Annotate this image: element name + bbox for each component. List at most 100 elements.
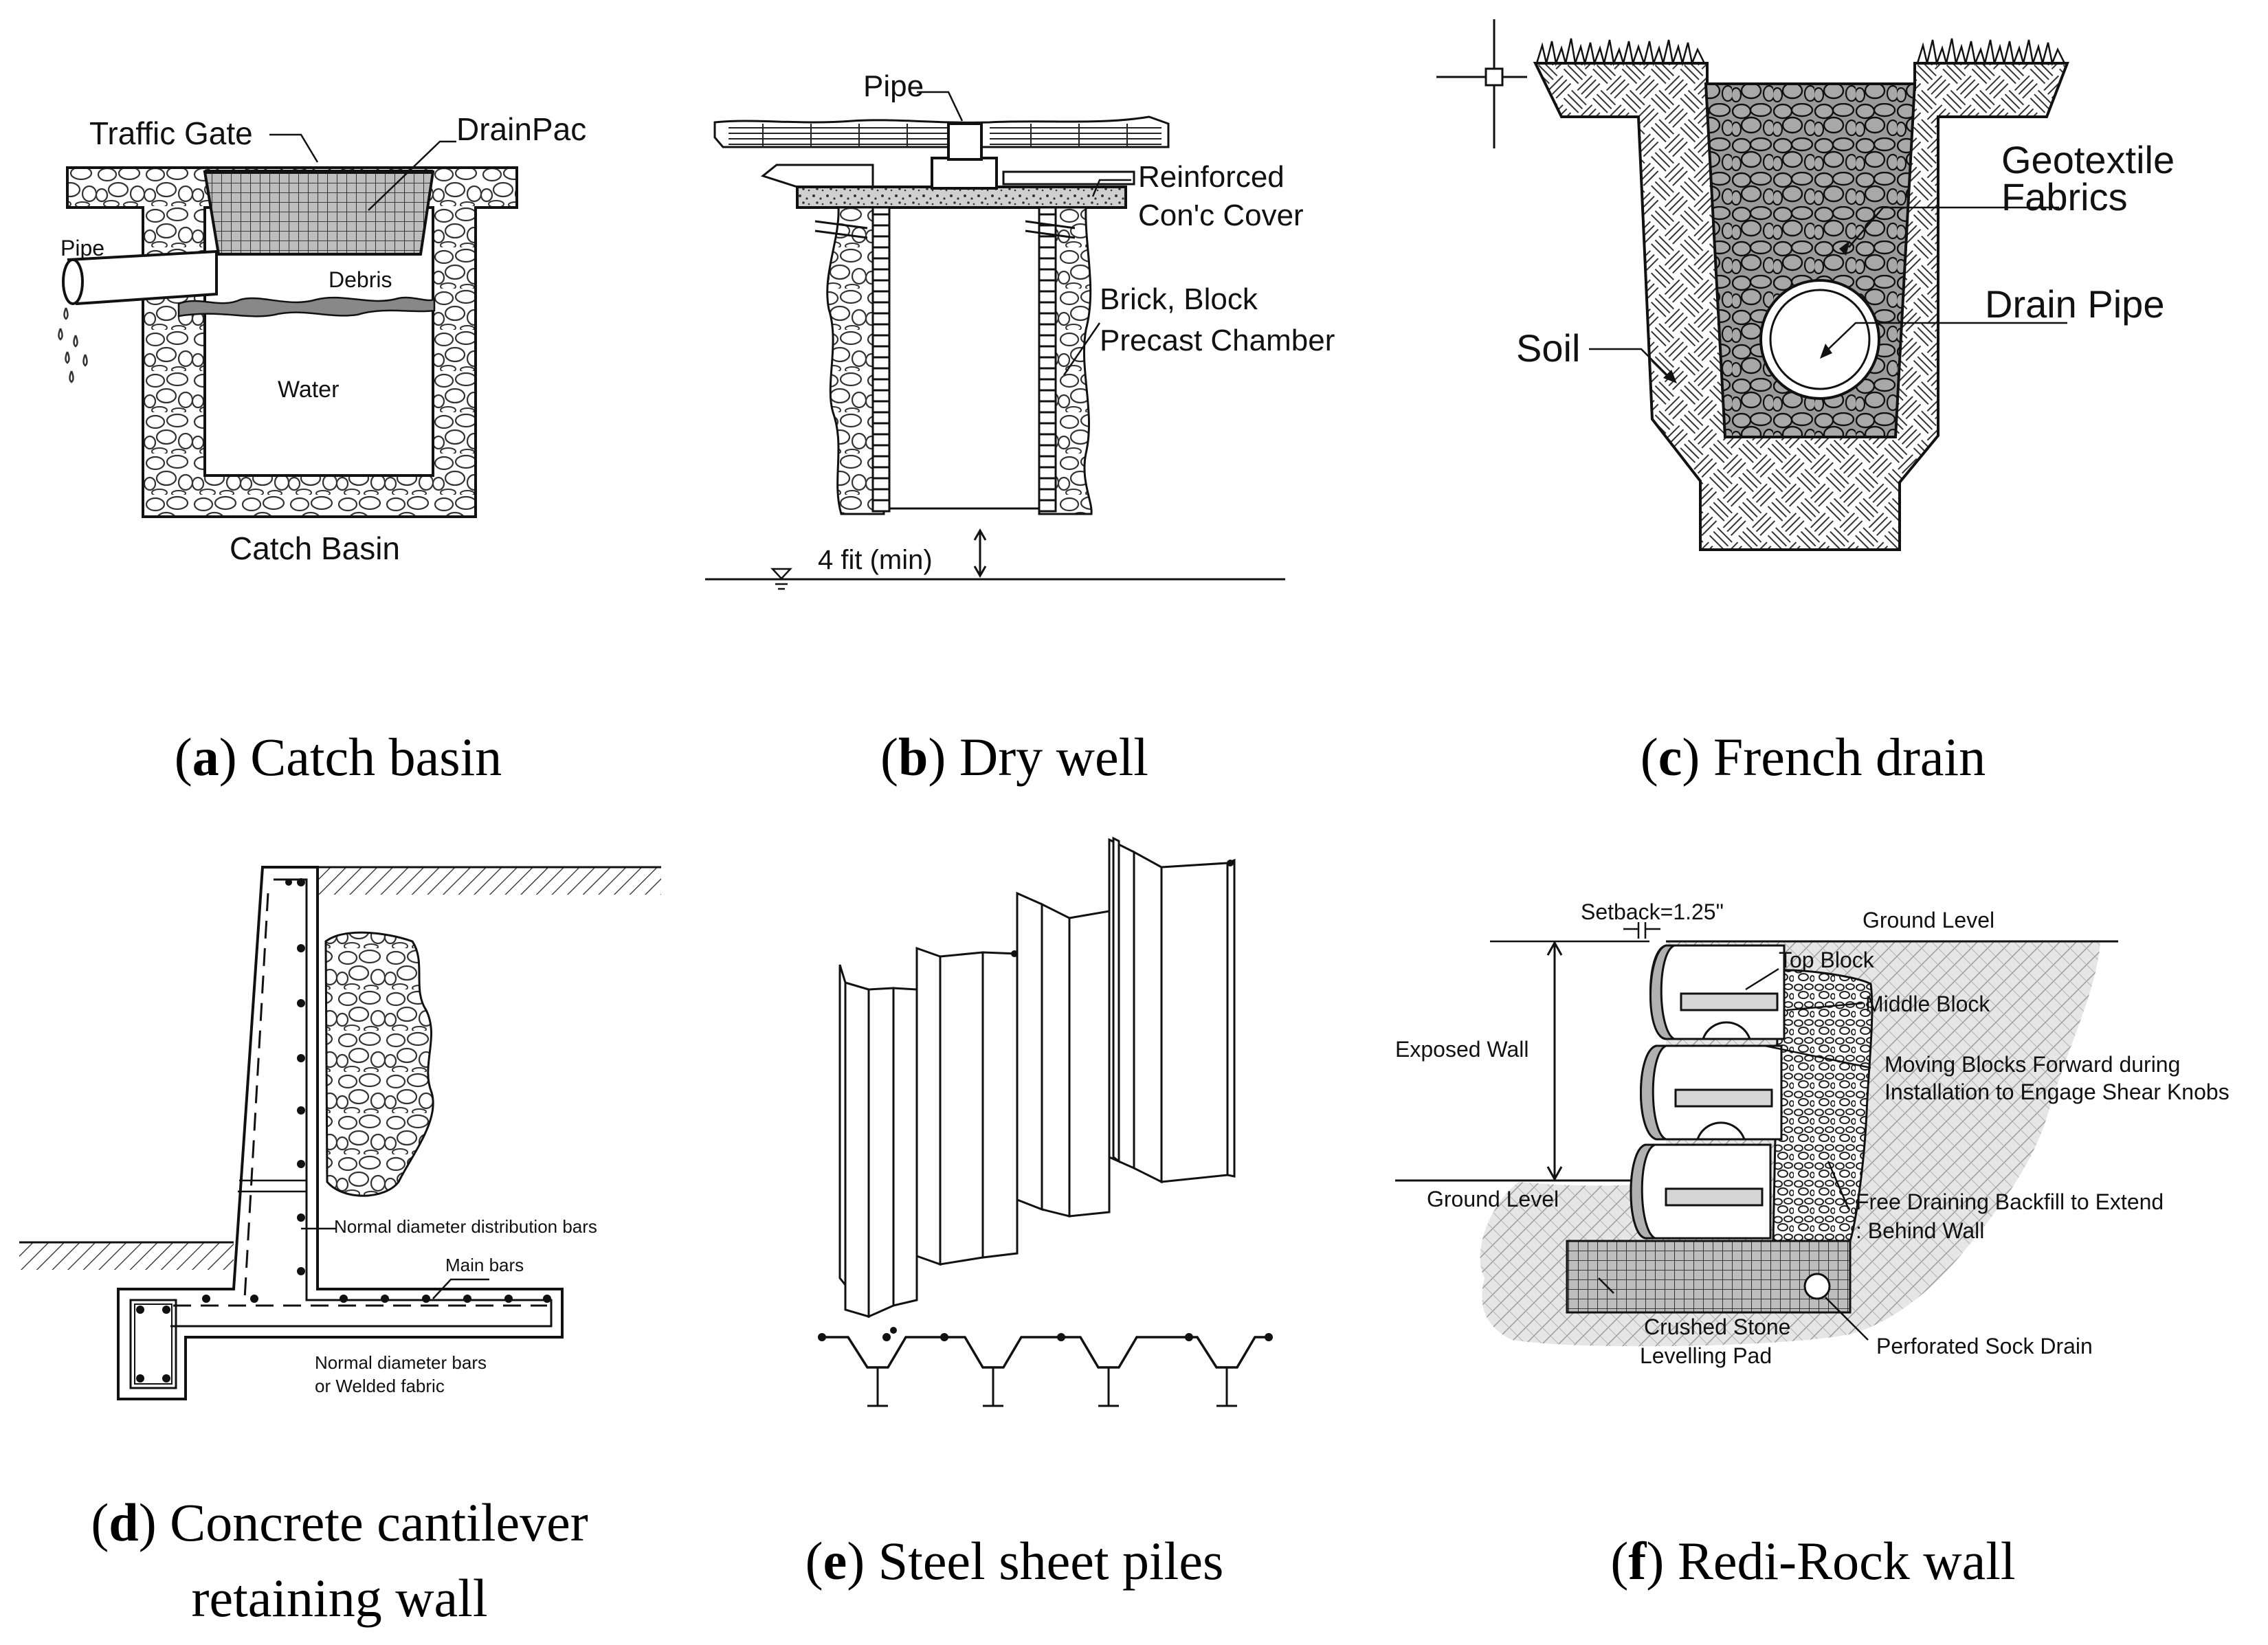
right-shoulder	[1002, 170, 1135, 186]
label-chamber-1: Brick, Block	[1100, 282, 1258, 316]
label-top-block: Top Block	[1779, 948, 1875, 972]
sheet-pile	[1226, 858, 1236, 1178]
shear-knob	[1696, 1121, 1746, 1141]
panel-f-redi-rock: Setback=1.25" Ground Level Top Block Mid…	[1395, 899, 2230, 1368]
grass-right	[1916, 38, 2066, 67]
crosshair-icon	[1436, 19, 1527, 148]
label-geotextile-2: Fabrics	[2001, 175, 2128, 219]
caption-d-line2: retaining wall	[191, 1568, 487, 1628]
leader-traffic-gate	[269, 133, 319, 163]
dashed-rebar	[243, 893, 269, 1299]
leader-chamber	[1063, 322, 1101, 376]
label-debris: Debris	[329, 267, 392, 292]
sheet-pile	[981, 951, 1019, 1259]
water-level-icon	[770, 568, 792, 580]
label-drain-pipe: Drain Pipe	[1985, 282, 2164, 326]
caption-d-line1: (d) Concrete cantilever	[91, 1492, 588, 1552]
label-bars-1: Normal diameter bars	[315, 1352, 487, 1373]
concrete-cover	[796, 186, 1127, 209]
panel-c-french-drain: Geotextile Fabrics Drain Pipe Soil	[1436, 19, 2175, 551]
label-backfill-2: : Behind Wall	[1856, 1218, 1984, 1243]
ground-hatch-top	[318, 867, 661, 895]
sheet-pile	[867, 987, 895, 1319]
label-traffic-gate: Traffic Gate	[89, 115, 253, 151]
leader-main-bars	[432, 1278, 489, 1299]
label-bars-2: or Welded fabric	[315, 1376, 445, 1396]
label-crushed-2: Levelling Pad	[1640, 1343, 1772, 1368]
rebar-dots	[136, 878, 551, 1383]
inlet-pipe	[947, 122, 983, 161]
break-mark-right	[1025, 220, 1076, 239]
leader-geotextile	[1848, 206, 2059, 248]
leader-soil	[1589, 348, 1672, 380]
panel-b-dry-well: Pipe Reinforced Con'c Cover Brick, Block…	[705, 69, 1335, 590]
label-main-bars: Main bars	[445, 1255, 524, 1275]
sheet-pile-profile	[822, 1336, 1269, 1369]
label-crushed-1: Crushed Stone	[1644, 1314, 1790, 1339]
label-pipe-b: Pipe	[863, 69, 924, 103]
break-mark-left	[814, 220, 868, 239]
label-drainpac: DrainPac	[456, 111, 586, 147]
caption-b: (b) Dry well	[880, 727, 1148, 787]
label-chamber-2: Precast Chamber	[1100, 324, 1335, 357]
label-middle-block: Middle Block	[1865, 992, 1990, 1016]
label-moving-1: Moving Blocks Forward during	[1885, 1052, 2180, 1077]
panel-d-cantilever-wall: Normal diameter distribution bars Main b…	[19, 866, 661, 1400]
drainage-gravel	[324, 931, 434, 1197]
label-pipe: Pipe	[60, 236, 104, 260]
drainpac-insert	[203, 170, 435, 256]
panel-a-catch-basin: Traffic Gate DrainPac Pipe Debris Water …	[58, 111, 586, 566]
sheet-pile	[1068, 910, 1111, 1218]
caption-a: (a) Catch basin	[175, 727, 502, 787]
drainage-backfill	[1772, 969, 1874, 1242]
label-moving-2: Installation to Engage Shear Knobs	[1885, 1079, 2230, 1104]
left-shoulder	[760, 164, 874, 188]
label-min-depth: 4 fit (min)	[818, 545, 933, 575]
setback-dimension	[1623, 922, 1660, 939]
label-water: Water	[278, 377, 339, 403]
left-chamber-wall	[871, 206, 891, 513]
water-drops-icon	[58, 307, 88, 383]
pipe-end	[62, 258, 84, 305]
label-sock-drain: Perforated Sock Drain	[1876, 1334, 2093, 1358]
leader-pipe	[917, 91, 964, 122]
sheet-pile	[939, 951, 984, 1266]
sheet-pile	[1133, 850, 1163, 1184]
label-soil: Soil	[1516, 326, 1580, 370]
label-catch-basin: Catch Basin	[230, 530, 400, 566]
riser	[931, 157, 998, 190]
ground-texture	[729, 124, 1161, 147]
captions: (a) Catch basin (b) Dry well (c) French …	[91, 727, 2015, 1628]
sheet-pile	[1160, 862, 1229, 1183]
ground-hatch-left	[19, 1242, 234, 1270]
sheet-pile	[1041, 902, 1071, 1218]
leader-cover	[1091, 179, 1131, 197]
caption-c: (c) French drain	[1641, 727, 1986, 787]
label-ground-level: Ground Level	[1427, 1187, 1559, 1211]
sheet-pile	[838, 964, 847, 1288]
leader-drainpac	[368, 140, 456, 211]
ground-surface	[713, 115, 1170, 148]
redi-rock-blocks	[1630, 944, 1786, 1240]
label-backfill-1: Free Draining Backfill to Extend	[1856, 1189, 2164, 1214]
shear-knob	[1701, 1021, 1752, 1040]
wall-footing	[117, 866, 564, 1400]
caption-f: (f) Redi-Rock wall	[1610, 1531, 2015, 1591]
footing-stirrup	[129, 1299, 177, 1389]
caption-e: (e) Steel sheet piles	[805, 1531, 1224, 1591]
left-backfill	[826, 206, 885, 515]
grass-left	[1535, 38, 1706, 67]
label-cover-2: Con'c Cover	[1138, 199, 1304, 232]
label-distribution-bars: Normal diameter distribution bars	[334, 1216, 597, 1237]
sheet-pile	[844, 981, 870, 1319]
debris-layer	[177, 296, 436, 317]
panel-e-sheet-piles	[818, 836, 1273, 1407]
sock-drain	[1803, 1273, 1831, 1300]
label-cover-1: Reinforced	[1138, 160, 1285, 194]
right-chamber-wall	[1038, 206, 1057, 513]
sheet-pile	[915, 946, 942, 1266]
levelling-pad	[1566, 1240, 1852, 1314]
label-ground-level-top: Ground Level	[1863, 908, 1994, 932]
